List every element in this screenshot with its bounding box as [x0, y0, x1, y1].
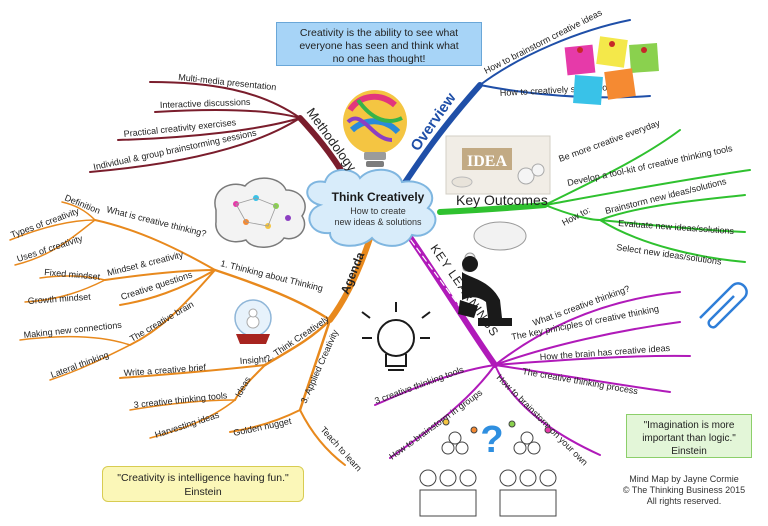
agenda-applied-item: Golden nugget — [232, 416, 292, 438]
overview-branch-lines — [397, 19, 651, 193]
agenda-applied-item: Teach to learn — [319, 425, 364, 474]
quote-right: "Imagination is more important than logi… — [626, 414, 752, 458]
learnings-item: The creative thinking process — [522, 366, 640, 396]
outcomes-branch-lines — [437, 129, 751, 263]
quote-right-author: Einstein — [671, 446, 707, 457]
quote-top-line: Creativity is the ability to see what — [299, 27, 459, 39]
outcomes-how-to-item: Select new ideas/solutions — [616, 242, 723, 267]
snow-globe-icon — [234, 299, 272, 344]
agenda-label: Agenda — [338, 250, 368, 296]
learnings-branch-lines — [374, 227, 691, 459]
quote-top: Creativity is the ability to see what ev… — [276, 22, 482, 66]
agenda-mindset-item: Growth mindset — [27, 292, 91, 306]
agenda-branch-lines — [9, 201, 375, 466]
central-subtitle-line1: How to create — [350, 206, 406, 216]
agenda-what-is-item: Uses of creativity — [16, 233, 85, 264]
agenda-ideas: Ideas — [233, 375, 253, 399]
quote-bottom-text: "Creativity is intelligence having fun." — [117, 472, 289, 484]
outcomes-how-to-item: Evaluate new ideas/solutions — [618, 218, 735, 236]
central-topic: Think Creatively How to create new ideas… — [306, 168, 437, 247]
quote-right-line: important than logic." — [642, 433, 736, 444]
lightbulb-icon — [343, 90, 407, 167]
central-subtitle-line2: new ideas & solutions — [334, 217, 422, 227]
agenda-brain-item: Lateral thinking — [49, 350, 110, 380]
question-mark-icon: ? — [480, 419, 503, 461]
quote-top-line: everyone has seen and think what — [299, 40, 459, 52]
credits-line: All rights reserved. — [646, 496, 722, 506]
svg-text:?: ? — [480, 419, 503, 461]
paperclip-icon — [699, 282, 748, 329]
outcomes-how-to-label: How to: — [560, 205, 592, 228]
agenda-ideas-item: Harvesting ideas — [154, 410, 221, 440]
agenda-mindset: Mindset & creativity — [106, 249, 185, 278]
people-group-icon — [419, 418, 557, 517]
quote-top-line: no one has thought! — [332, 53, 426, 65]
quote-right-line: "Imagination is more — [643, 420, 735, 431]
credits-line: © The Thinking Business 2015 — [622, 485, 746, 495]
outcomes-item: Be more creative everyday — [557, 118, 661, 164]
outline-bulb-icon — [361, 302, 431, 371]
agenda-insight-item: Write a creative brief — [123, 362, 206, 378]
idea-bulbs-icon: IDEA — [445, 135, 551, 195]
outcomes-how-to-item: Brainstorm new ideas/solutions — [604, 176, 728, 216]
svg-text:IDEA: IDEA — [467, 153, 507, 170]
brain-icon — [214, 177, 306, 248]
agenda-mindset-item: Fixed mindset — [44, 267, 101, 282]
quote-bottom: "Creativity is intelligence having fun."… — [102, 466, 304, 502]
sticky-notes-icon — [564, 36, 659, 105]
agenda-what-is: What is creative thinking? — [106, 204, 208, 239]
credits-line: Mind Map by Jayne Cormie — [629, 474, 739, 484]
learnings-item: 3 creative thinking tools — [373, 364, 465, 406]
thinker-icon — [458, 256, 512, 326]
outcomes-label: Key Outcomes — [456, 192, 548, 208]
central-title: Think Creatively — [332, 190, 425, 204]
agenda-ideas-item: 3 creative thinking tools — [133, 390, 228, 410]
credits: Mind Map by Jayne Cormie © The Thinking … — [604, 474, 764, 507]
methodology-item: Interactive discussions — [160, 97, 251, 110]
learnings-item: How to brainstorm on your own — [495, 372, 590, 467]
agenda-insight: Insight — [239, 354, 267, 366]
learnings-item: How to brainstorm in groups — [387, 387, 484, 462]
quote-bottom-author: Einstein — [184, 486, 222, 498]
methodology-item: Individual & group brainstorming session… — [92, 127, 258, 172]
agenda-brain: The creative brain — [128, 299, 195, 344]
